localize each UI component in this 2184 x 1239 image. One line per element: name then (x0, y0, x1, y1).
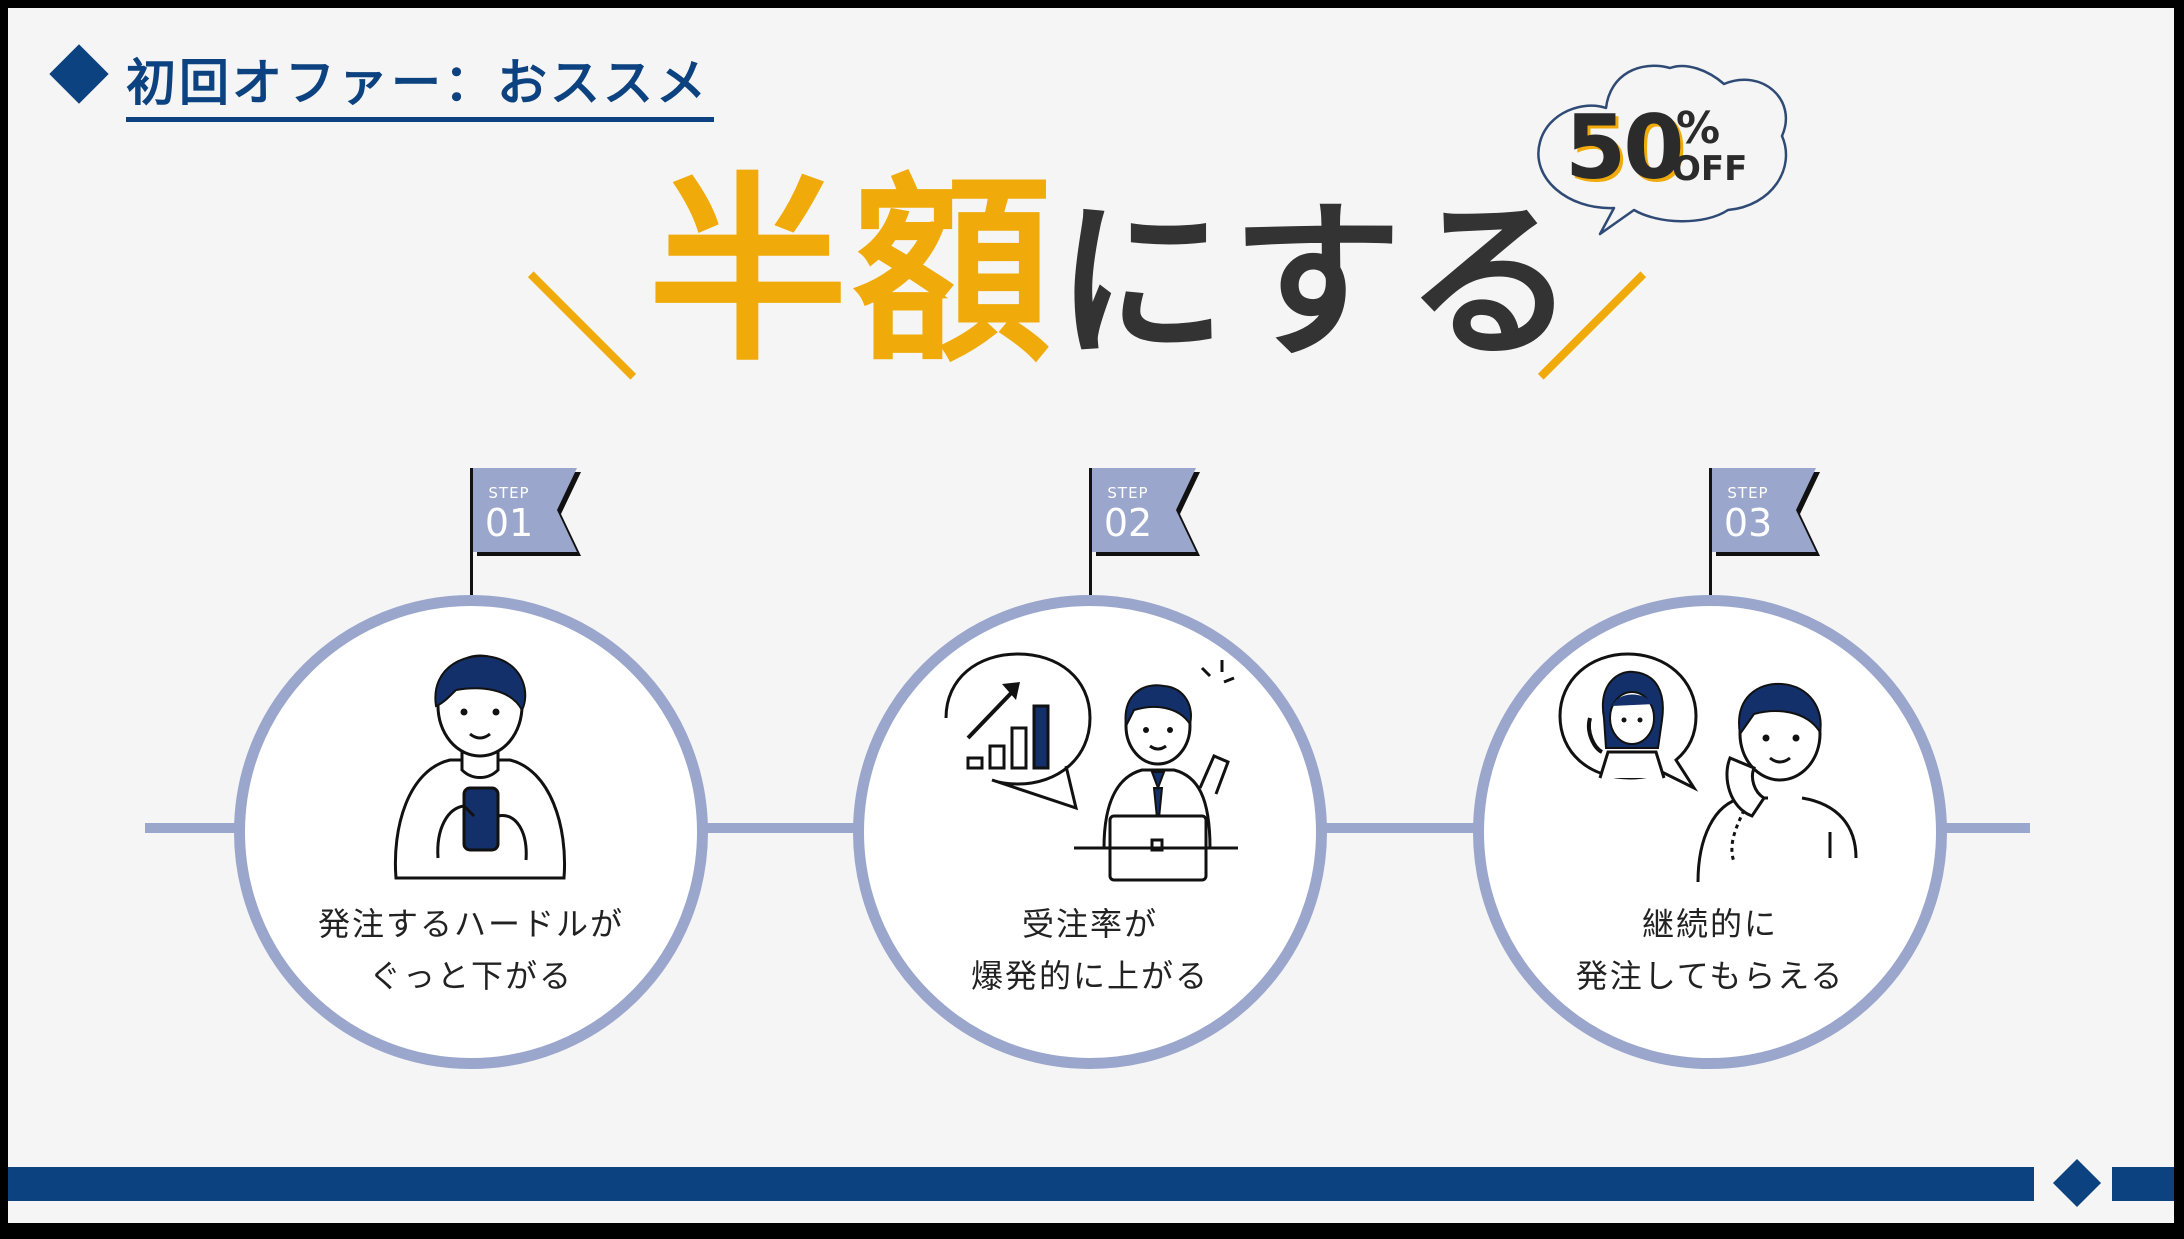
flag-pole (470, 468, 473, 595)
step-circle-2 (853, 595, 1327, 1069)
step-label: STEP (488, 484, 530, 502)
slide: 初回オファー：おススメ 半額にする 50 % OFF STEP 01 発注するハ… (8, 8, 2174, 1223)
left-slash-decoration (527, 271, 637, 380)
timeline-line (698, 823, 868, 833)
step-caption: 継続的に 発注してもらえる (1510, 898, 1910, 1002)
badge-percent: % (1676, 103, 1721, 154)
caption-line: 継続的に (1641, 905, 1778, 943)
caption-line: 発注するハードルが (317, 905, 624, 943)
step-circle-3 (1473, 595, 1947, 1069)
timeline-line (1938, 823, 2030, 833)
step-caption: 受注率が 爆発的に上がる (890, 898, 1290, 1002)
flag-pole (1089, 468, 1092, 595)
timeline-line (145, 823, 245, 833)
step-label: STEP (1107, 484, 1149, 502)
flag-pole (1709, 468, 1712, 595)
step-label: STEP (1727, 484, 1769, 502)
footer-bar (8, 1167, 2034, 1201)
page-title: 初回オファー：おススメ (126, 54, 709, 112)
title-underline (126, 117, 714, 122)
step-flag-icon (1712, 468, 1820, 556)
headline: 半額にする (648, 158, 1580, 451)
badge-number: 50 (1565, 96, 1684, 199)
headline-rest: にする (1056, 184, 1580, 382)
badge-off: OFF (1672, 149, 1748, 189)
caption-line: 発注してもらえる (1575, 957, 1845, 995)
speech-bubble-icon (1537, 64, 1788, 236)
timeline-line (1318, 823, 1488, 833)
step-flag-icon (1092, 468, 1200, 556)
caption-line: ぐっと下がる (368, 957, 573, 995)
step-number: 02 (1103, 501, 1153, 545)
step-caption: 発注するハードルが ぐっと下がる (271, 898, 671, 1002)
caption-line: 爆発的に上がる (970, 957, 1209, 995)
smartphone-user-icon (393, 654, 567, 880)
footer-diamond-icon (2052, 1158, 2102, 1208)
title-diamond-icon (49, 44, 109, 104)
footer-bar-end (2112, 1167, 2174, 1201)
caption-line: 受注率が (1021, 905, 1158, 943)
step-number: 01 (484, 501, 534, 545)
step-number: 03 (1723, 501, 1773, 545)
growth-chart-businessman-icon (944, 652, 1238, 882)
step-flag-icon (473, 468, 581, 556)
headline-accent: 半額 (648, 156, 1057, 389)
phone-call-icon (1558, 652, 1858, 883)
